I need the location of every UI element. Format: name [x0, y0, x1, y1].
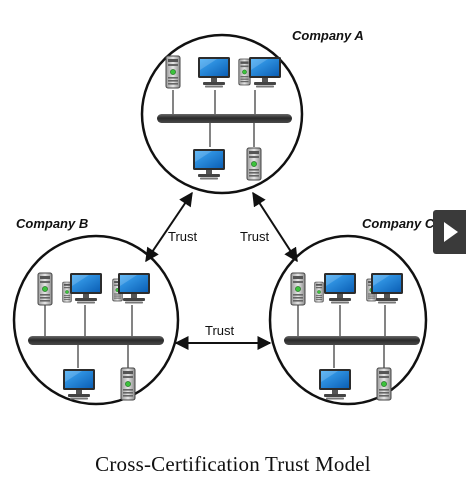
play-icon	[444, 222, 458, 242]
trust-edges	[145, 191, 298, 350]
server-icon	[246, 147, 262, 181]
company-b-label: Company B	[16, 216, 88, 231]
company-c-network-bus	[284, 336, 420, 345]
desktop-computer-icon	[249, 57, 281, 88]
company-c-network: Company C	[268, 216, 435, 406]
company-b-network-bus	[28, 336, 164, 345]
server-icon	[120, 367, 136, 401]
trust-edge-a-c	[252, 191, 298, 263]
company-a-circle	[140, 33, 304, 195]
figure-caption: Cross-Certification Trust Model	[95, 452, 371, 476]
trust-label-a-c: Trust	[240, 229, 270, 244]
desktop-computer-icon	[63, 369, 95, 400]
company-b-network: Company B	[12, 216, 180, 406]
desktop-computer-icon	[324, 273, 356, 304]
company-c-label: Company C	[362, 216, 435, 231]
server-icon	[165, 55, 181, 89]
company-a-drops	[172, 90, 256, 147]
company-b-drops	[44, 305, 133, 368]
trust-label-a-b: Trust	[168, 229, 198, 244]
trust-edge-a-b	[145, 191, 193, 263]
desktop-computer-icon	[193, 149, 225, 180]
company-a-label: Company A	[292, 28, 364, 43]
server-icon	[376, 367, 392, 401]
company-c-circle	[268, 234, 428, 406]
desktop-computer-icon	[70, 273, 102, 304]
server-icon	[238, 58, 251, 86]
desktop-computer-icon	[319, 369, 351, 400]
server-icon	[314, 281, 324, 303]
company-b-circle	[12, 234, 180, 406]
company-a-network-bus	[157, 114, 292, 123]
company-a-network: Company A	[140, 28, 364, 195]
desktop-computer-icon	[118, 273, 150, 304]
desktop-computer-icon	[198, 57, 230, 88]
server-icon	[290, 272, 306, 306]
server-icon	[37, 272, 53, 306]
trust-label-b-c: Trust	[205, 323, 235, 338]
play-button[interactable]	[433, 210, 466, 254]
company-c-drops	[297, 305, 386, 368]
